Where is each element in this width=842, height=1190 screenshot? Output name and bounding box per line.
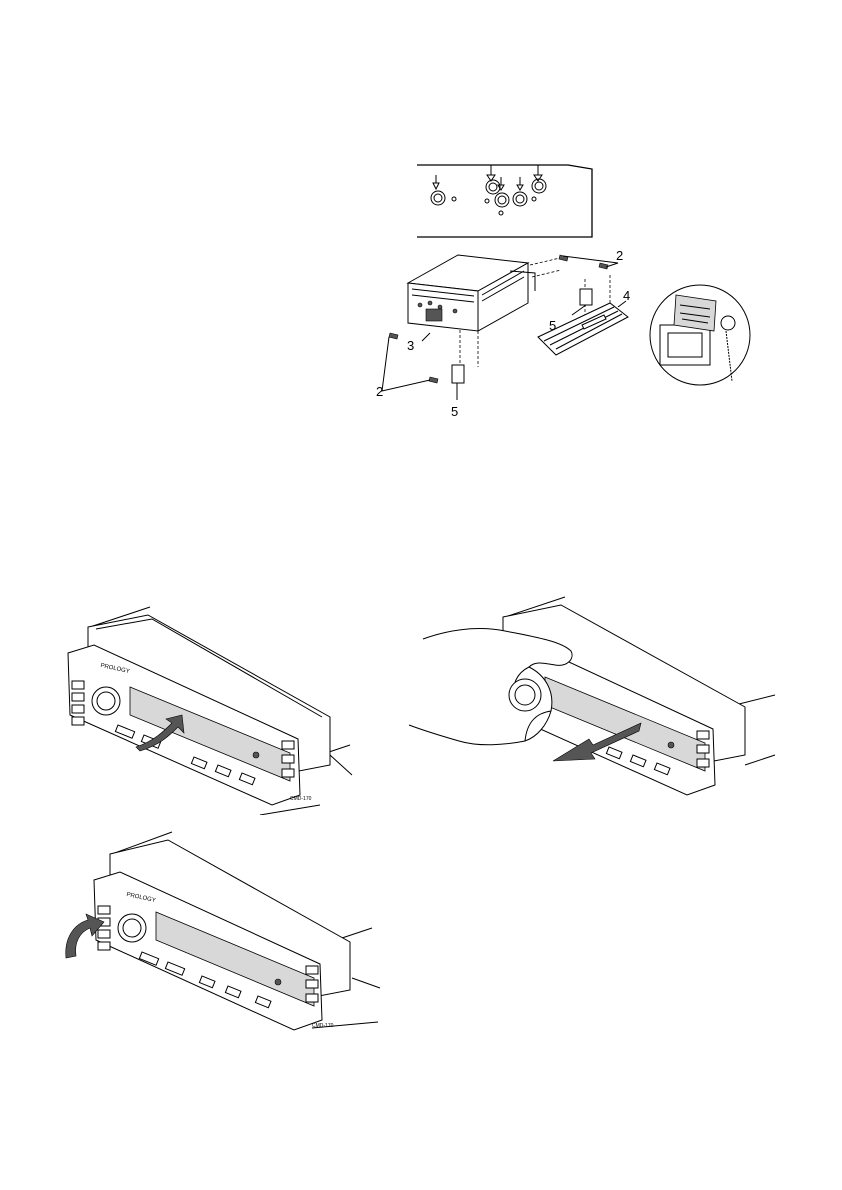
model-label-2: CMD-170 — [312, 1020, 333, 1033]
radio-chassis — [408, 255, 535, 331]
figure-remove-panel: PROLOGY CMD-170 — [60, 605, 360, 815]
figure-attach-panel: PROLOGY CMD-170 — [52, 828, 392, 1038]
mounting-diagram: 2 4 5 3 2 5 — [360, 155, 760, 420]
callout-2-top: 2 — [616, 249, 623, 262]
callout-3: 3 — [407, 339, 414, 352]
callout-4: 4 — [623, 289, 630, 302]
head-unit — [68, 615, 330, 805]
head-unit — [94, 840, 350, 1030]
dashboard-panel — [417, 165, 592, 237]
down-arrow-icon — [517, 177, 523, 190]
callout-5-top: 5 — [549, 319, 556, 332]
down-arrow-icon — [487, 165, 495, 181]
callout-5-bottom: 5 — [451, 405, 458, 418]
callout-2-bottom: 2 — [376, 385, 383, 398]
model-label: CMD-170 — [290, 793, 311, 806]
figure-pull-unit — [405, 595, 785, 805]
detail-inset — [650, 285, 750, 385]
down-arrow-icon — [433, 175, 439, 189]
